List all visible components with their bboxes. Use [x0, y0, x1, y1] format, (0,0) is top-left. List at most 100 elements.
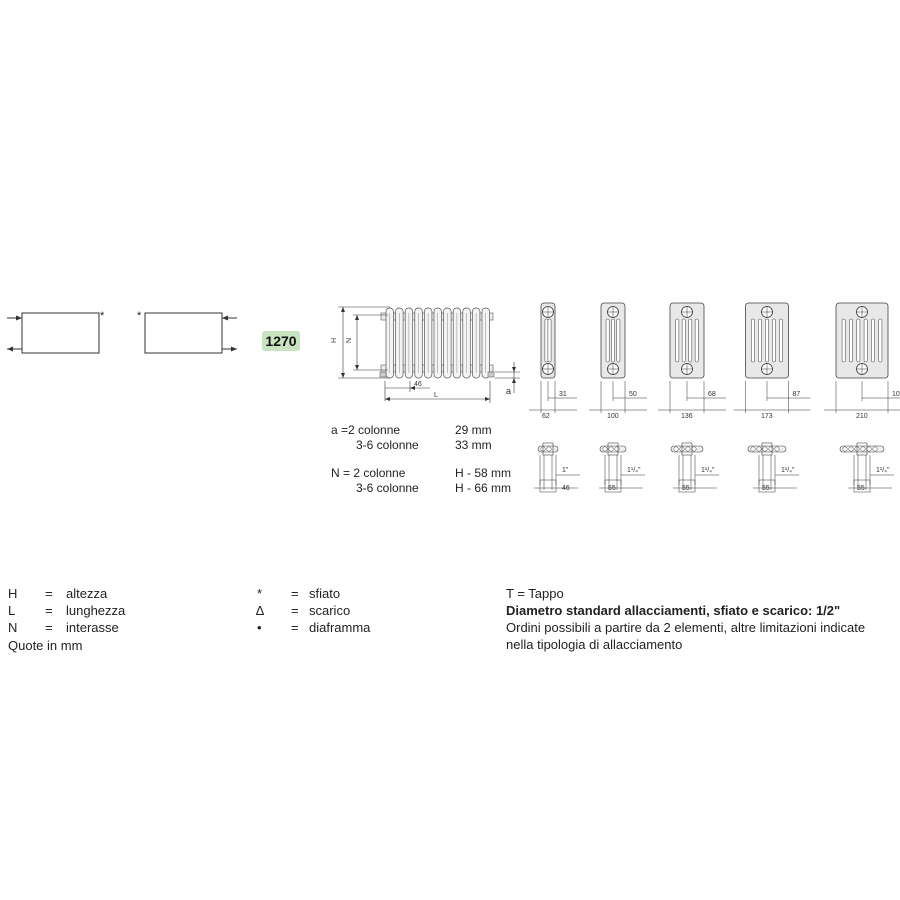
dim-inner-label: 31 — [559, 391, 567, 398]
plan-view-tube — [774, 446, 780, 452]
plan-view-tube — [608, 446, 614, 452]
spec-n-2col: N = 2 colonne — [331, 466, 406, 480]
plan-view-tube — [602, 446, 608, 452]
legend-orders-line2: nella tipologia di allacciamento — [506, 637, 683, 652]
column-tube-slot — [772, 318, 776, 363]
a-dimension-label: a — [506, 386, 511, 396]
plan-view-tube — [842, 446, 848, 452]
conn-size-label: 1¹/₄" — [627, 467, 641, 474]
column-tube-slot — [751, 318, 755, 363]
conn-dim-box — [853, 479, 871, 493]
spec-a-2col: a =2 colonne — [331, 423, 401, 437]
column-tube-slot — [878, 318, 883, 363]
conn-dim-box — [678, 479, 696, 493]
pitch-dimension-label: 46 — [414, 381, 422, 388]
dim-inner-label: 87 — [793, 391, 801, 398]
legend-star-symbol: * — [257, 586, 263, 601]
connection-scheme-right — [144, 312, 237, 354]
legend-units: Quote in mm — [8, 638, 83, 653]
legend-dot-symbol: • — [257, 620, 262, 635]
conn-dim-label: 46 — [562, 485, 570, 492]
dim-inner-label: 105 — [892, 391, 900, 398]
dim-outer-label: 210 — [856, 413, 868, 420]
legend-star-equals: = — [291, 586, 299, 601]
legend-diameter-note: Diametro standard allacciamenti, sfiato … — [506, 603, 841, 618]
legend-star-text: sfiato — [309, 586, 341, 601]
legend-l-equals: = — [45, 603, 53, 618]
dim-outer-label: 136 — [681, 413, 693, 420]
plan-view-tube — [756, 446, 762, 452]
conn-size-label: 1¹/₄" — [701, 467, 715, 474]
conn-size-label: 1¹/₄" — [781, 467, 795, 474]
connection-scheme-left — [7, 312, 100, 354]
plan-view-tube — [762, 446, 768, 452]
legend-delta-equals: = — [291, 603, 299, 618]
conn-dim-label: 55 — [762, 485, 770, 492]
plan-view-tube — [768, 446, 774, 452]
dim-outer-label: 173 — [761, 413, 773, 420]
column-tube-slot — [611, 318, 615, 363]
legend-h-equals: = — [45, 586, 53, 601]
column-tube-slot — [675, 318, 680, 363]
radiator-dimension-lines — [338, 306, 520, 403]
spec-a-36col: 3-6 colonne — [356, 438, 419, 452]
column-tube-slot — [758, 318, 762, 363]
spec-a-36col-value: 33 mm — [455, 438, 492, 452]
plan-view-nipple — [856, 442, 868, 456]
spec-n-36col-value: H - 66 mm — [455, 481, 512, 495]
column-tube-slot — [681, 318, 686, 363]
spec-n-36col: 3-6 colonne — [356, 481, 419, 495]
plan-view-tube — [546, 446, 552, 452]
column-tube-slot — [779, 318, 783, 363]
legend-tappo: T = Tappo — [506, 586, 564, 601]
conn-size-label: 1¹/₄" — [876, 467, 890, 474]
radiator-foot-right — [487, 371, 495, 378]
column-tube-slot — [616, 318, 621, 363]
spec-n-2col-value: H - 58 mm — [455, 466, 512, 480]
h-dimension-label: H — [331, 338, 338, 343]
dim-inner-label: 68 — [708, 391, 716, 398]
conn-dim-box — [604, 479, 622, 493]
legend-h-text: altezza — [66, 586, 108, 601]
legend-l-text: lunghezza — [66, 603, 126, 618]
plan-view-tube — [691, 446, 697, 452]
column-tube-slot — [841, 318, 846, 363]
conn-dim-label: 55 — [608, 485, 616, 492]
legend-h-symbol: H — [8, 586, 18, 601]
dim-outer-label: 62 — [542, 413, 550, 420]
plan-view-nipple — [542, 442, 554, 456]
plan-view-tube — [750, 446, 756, 452]
legend-l-symbol: L — [8, 603, 16, 618]
legend-delta-text: scarico — [309, 603, 351, 618]
conn-size-label: 1" — [562, 467, 569, 474]
conn-dim-box — [758, 479, 776, 493]
n-dimension-label: N — [346, 338, 353, 343]
column-tube-slot — [688, 318, 693, 363]
plan-view-tube — [872, 446, 878, 452]
vent-marker-right: * — [137, 310, 142, 322]
plan-view-nipple — [607, 442, 619, 456]
plan-view-nipple — [761, 442, 773, 456]
radiator-dimension-arrows — [341, 307, 516, 401]
conn-dim-label: 55 — [857, 485, 865, 492]
plan-view-tube — [866, 446, 872, 452]
legend-n-text: interasse — [66, 620, 119, 635]
plan-view-tube — [860, 446, 866, 452]
legend-n-symbol: N — [8, 620, 18, 635]
plan-view-tube — [614, 446, 620, 452]
legend-dot-text: diaframma — [309, 620, 371, 635]
column-tube-slot — [849, 318, 853, 363]
plan-view-tube — [848, 446, 854, 452]
spec-a-2col-value: 29 mm — [455, 423, 492, 437]
column-tube-slot — [863, 318, 868, 363]
radiator-foot-left — [379, 371, 387, 378]
legend-n-equals: = — [45, 620, 53, 635]
column-tube-slot — [871, 318, 875, 363]
legend-orders-line1: Ordini possibili a partire da 2 elementi… — [506, 620, 866, 635]
column-tube-slot — [547, 318, 552, 363]
legend-dot-equals: = — [291, 620, 299, 635]
l-dimension-label: L — [434, 392, 438, 399]
column-tube-slot — [605, 318, 610, 363]
radiator-front-view — [379, 307, 495, 379]
